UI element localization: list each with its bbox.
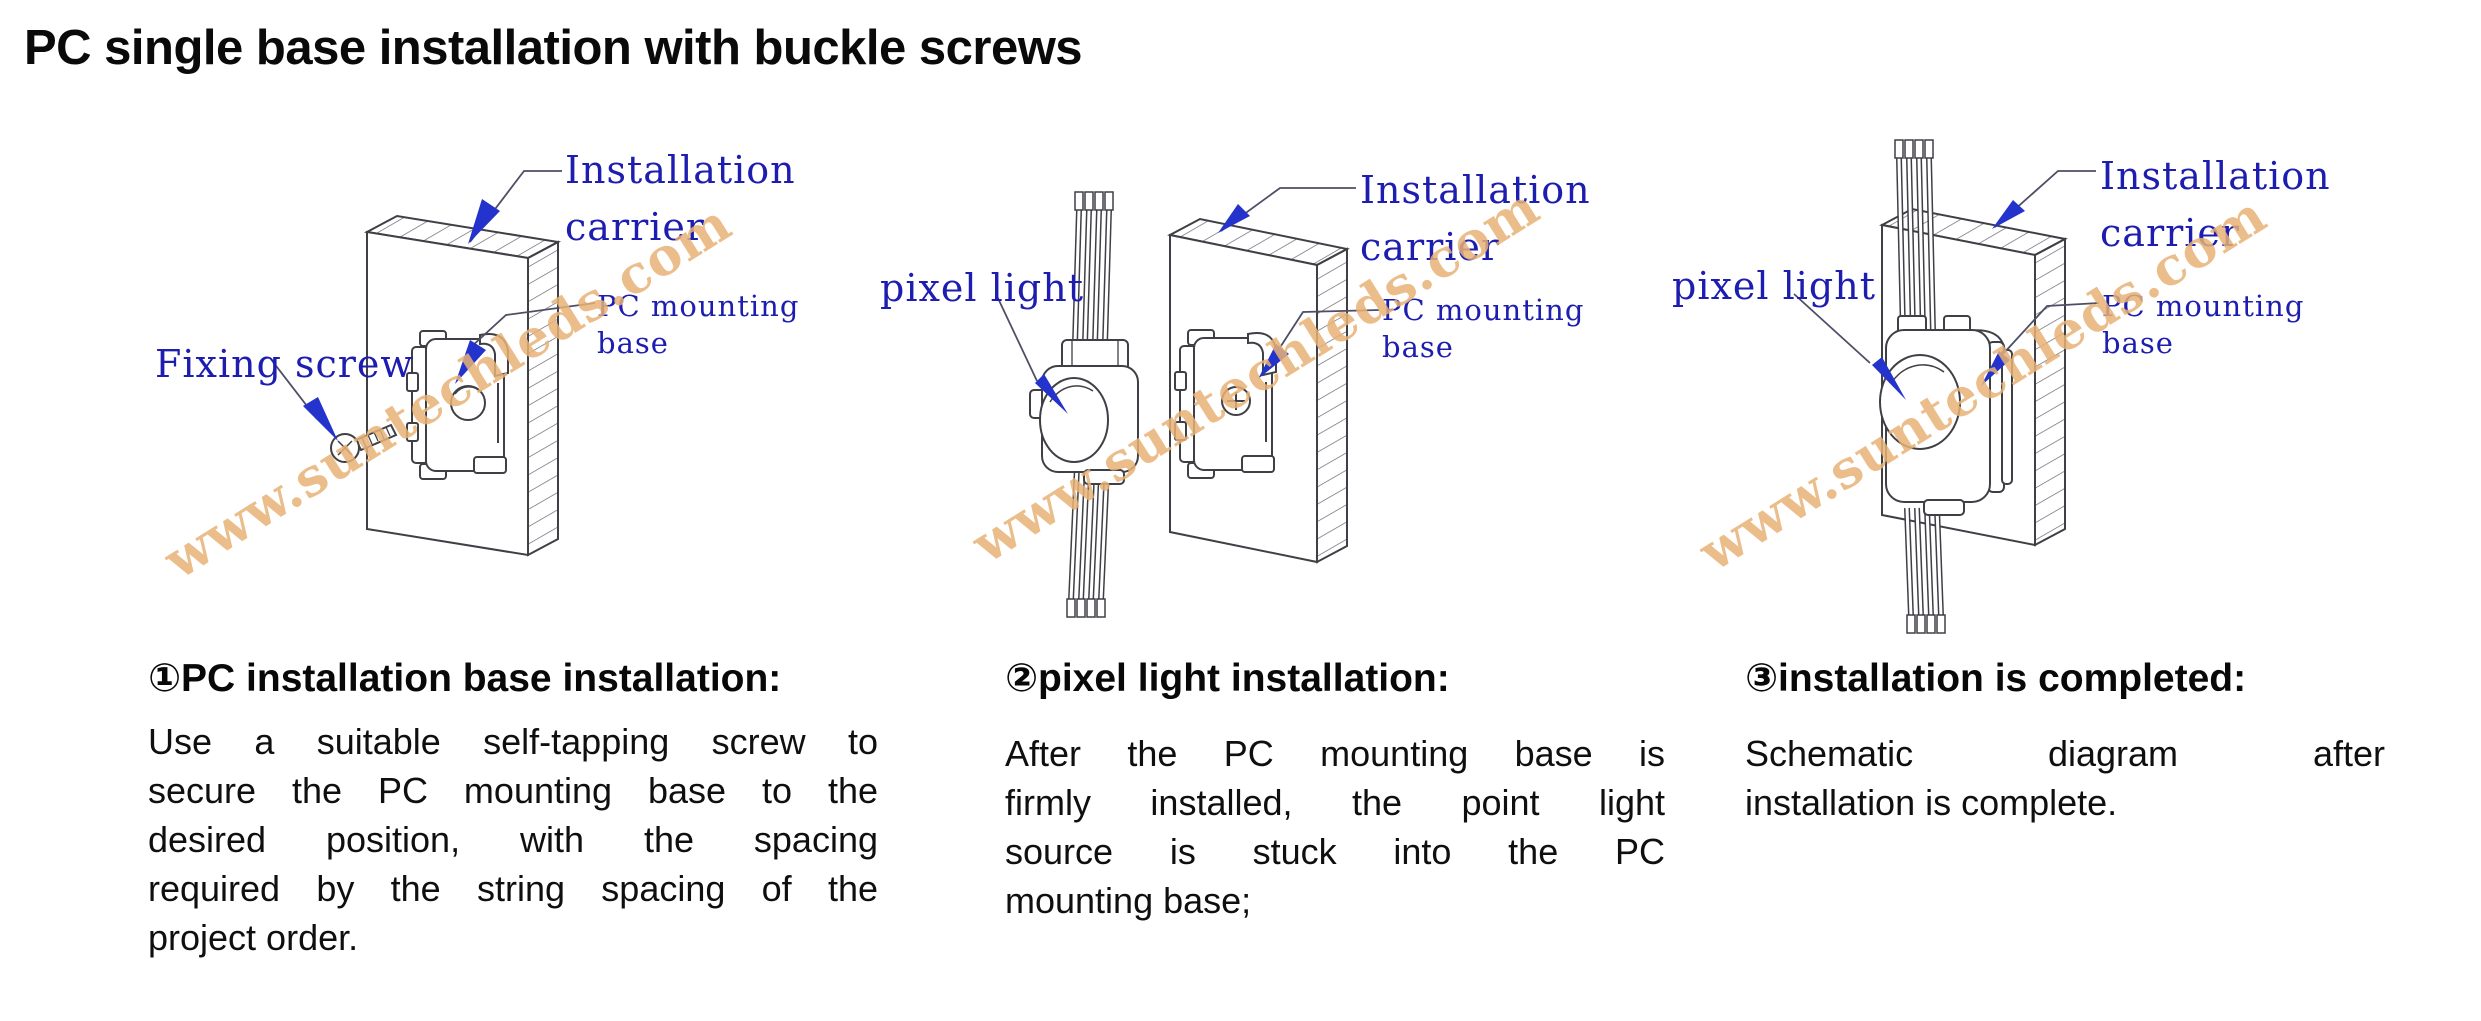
- panel2-drawing: [995, 187, 1380, 618]
- step-1-body: Use a suitable self-tapping screw to secu…: [148, 717, 878, 962]
- installation-diagrams: [269, 139, 2100, 634]
- panel1-pointer-arrow-icons: [303, 199, 500, 441]
- wires: [1894, 139, 1946, 634]
- label-installation-carrier-3: Installation carrier: [2100, 154, 2331, 255]
- instruction-line: secure the PC mounting base to the: [148, 770, 878, 811]
- step-3-body: Schematic diagram after installation is c…: [1745, 729, 2385, 827]
- instruction-line: installation is complete.: [1745, 782, 2118, 823]
- panel3-drawing: [1793, 139, 2100, 634]
- step-1-heading: ①PC installation base installation:: [148, 657, 782, 700]
- pc-mounting-base-part: [1174, 329, 1277, 479]
- label-installation-carrier-1: Installation carrier: [565, 148, 796, 249]
- instruction-line: Use a suitable self-tapping screw to: [148, 721, 878, 762]
- panel2-pointer-arrow-icons: [1035, 204, 1289, 414]
- pc-mounting-base-part: [406, 330, 509, 480]
- pixel-light-module: [1029, 339, 1139, 485]
- panel3-pointer-arrow-icons: [1872, 200, 2025, 400]
- label-fixing-screw: Fixing screw: [155, 342, 414, 386]
- step-3: ③installation is completed: Schematic di…: [1745, 655, 2385, 827]
- step-2-body: After the PC mounting base is firmly inst…: [1005, 729, 1665, 925]
- instruction-line: After the PC mounting base is: [1005, 733, 1665, 774]
- instruction-line: Schematic diagram after: [1745, 733, 2385, 774]
- label-pc-mounting-base-1: PC mounting base: [597, 289, 800, 360]
- instruction-line: firmly installed, the point light: [1005, 782, 1665, 823]
- step-1: ①PC installation base installation: Use …: [148, 655, 878, 962]
- page-title: PC single base installation with buckle …: [24, 21, 1083, 75]
- label-pixel-light-3: pixel light: [1672, 264, 1877, 308]
- label-installation-carrier-2: Installation carrier: [1360, 168, 1591, 269]
- label-pc-mounting-base-3: PC mounting base: [2102, 289, 2305, 360]
- instruction-line: source is stuck into the PC: [1005, 831, 1665, 872]
- step-3-heading: ③installation is completed:: [1745, 657, 2247, 700]
- instruction-line: project order.: [148, 917, 359, 958]
- panel1-drawing: [269, 170, 596, 557]
- wires: [1066, 191, 1114, 618]
- label-pc-mounting-base-2: PC mounting base: [1382, 293, 1585, 364]
- label-pixel-light-2: pixel light: [880, 266, 1085, 310]
- pixel-light-module: [1879, 315, 1991, 516]
- step-2-heading: ②pixel light installation:: [1005, 657, 1450, 700]
- instruction-line: desired position, with the spacing: [148, 819, 878, 860]
- instruction-line: mounting base;: [1005, 880, 1252, 921]
- step-2: ②pixel light installation: After the PC …: [1005, 655, 1665, 925]
- instruction-line: required by the string spacing of the: [148, 868, 878, 909]
